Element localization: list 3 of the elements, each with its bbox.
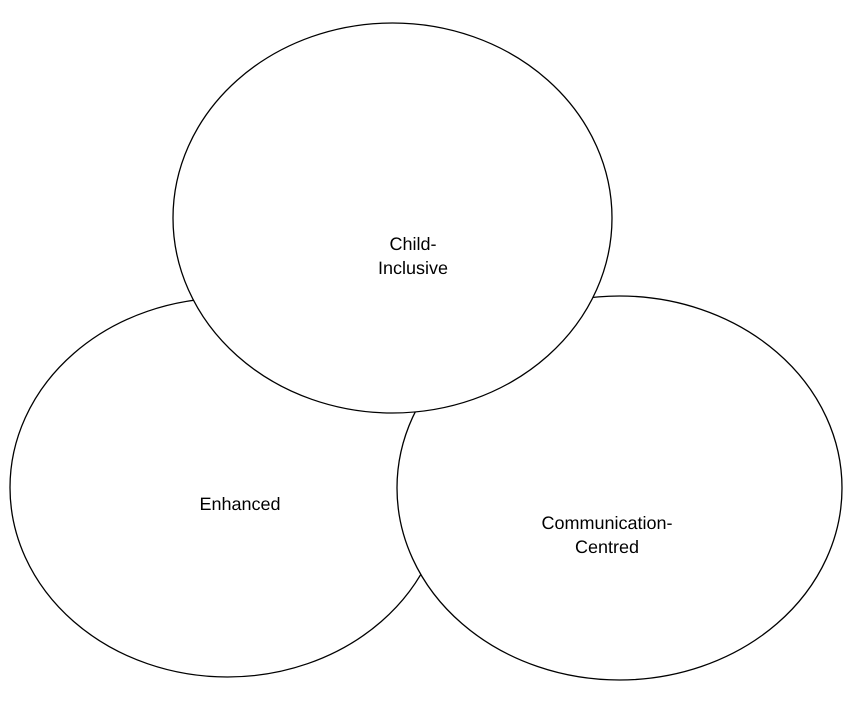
circle-label: Communication-Centred xyxy=(541,512,673,559)
circle-label: Child-Inclusive xyxy=(378,233,448,280)
circle-label: Enhanced xyxy=(199,493,281,516)
